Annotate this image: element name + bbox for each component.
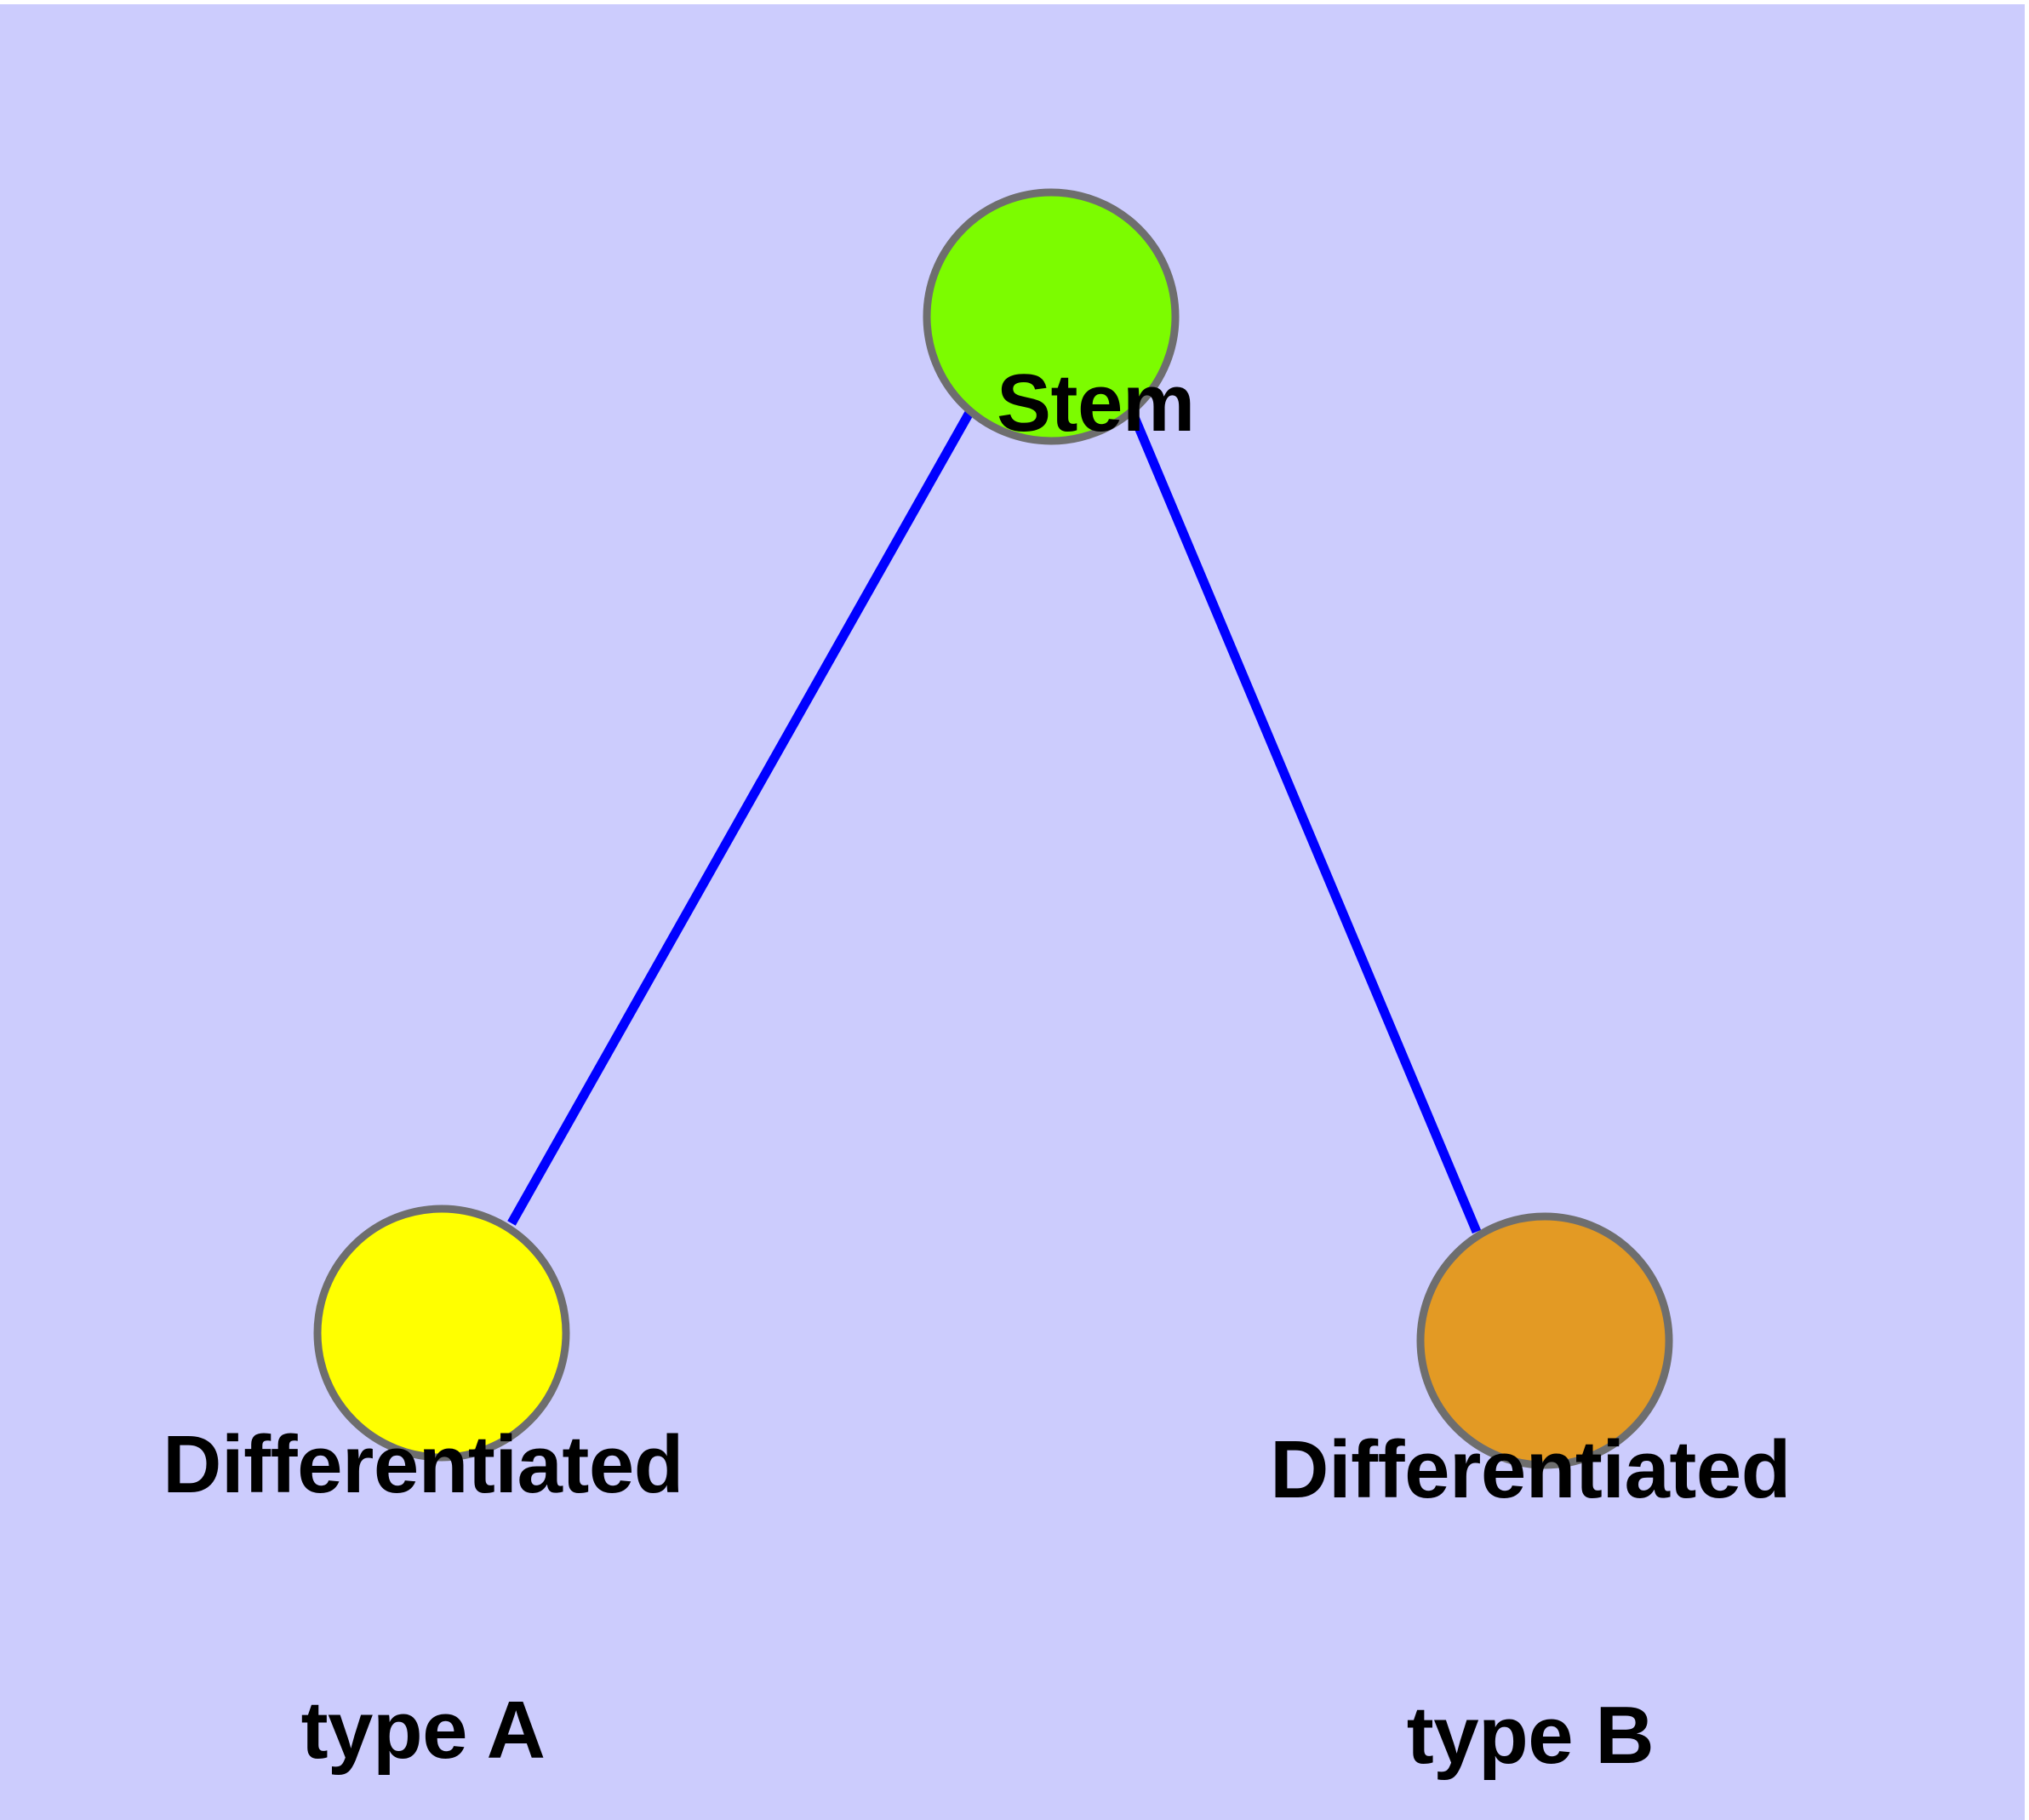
node-diff-a-circle[interactable]	[313, 1205, 570, 1462]
node-stem-circle[interactable]	[923, 188, 1180, 445]
edge-layer	[507, 409, 1482, 1234]
diagram-canvas: Stem Differentiated type A Differentiate…	[0, 4, 2025, 1820]
node-diff-b-circle[interactable]	[1416, 1212, 1673, 1469]
graph-svg	[313, 188, 1673, 1469]
node-layer	[313, 188, 1673, 1469]
edge-stem-to-diff-a	[507, 409, 974, 1226]
edge-stem-to-diff-b	[1127, 409, 1482, 1234]
